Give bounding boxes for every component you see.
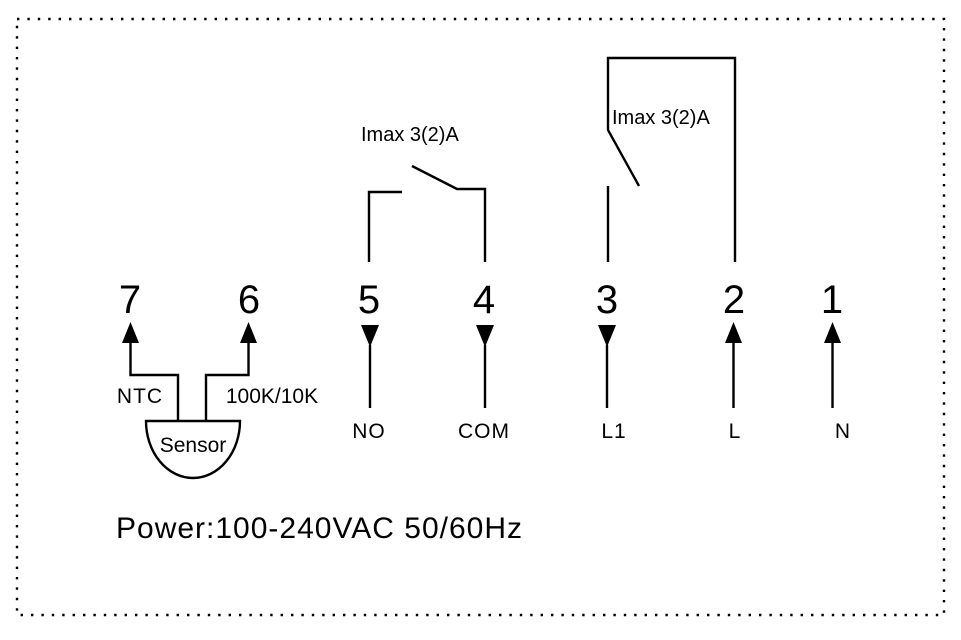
terminal-1-number: 1: [821, 278, 843, 322]
terminal-3-arrow-down-icon: [598, 325, 616, 347]
terminal-1-arrow-up-icon: [824, 322, 841, 343]
terminal-5-label: NO: [352, 420, 386, 443]
terminal-4-arrow-down-icon: [476, 325, 494, 347]
terminal-4-label: COM: [458, 420, 510, 443]
relay-2-switch: [606, 56, 737, 262]
sensor-range-label: 100K/10K: [226, 385, 318, 408]
terminal-7-number: 7: [119, 278, 141, 322]
terminal-1-label: N: [835, 420, 851, 443]
sensor-label: Sensor: [160, 434, 227, 457]
relay-1-rating: Imax 3(2)A: [361, 124, 459, 146]
ntc-label: NTC: [117, 385, 163, 408]
terminal-6-number: 6: [238, 278, 260, 322]
terminal-7-arrow-up-icon: [122, 322, 139, 343]
terminal-5-arrow-down-icon: [361, 325, 379, 347]
terminal-3-label: L1: [601, 420, 626, 443]
terminal-2-arrow-up-icon: [725, 322, 742, 343]
terminal-3-number: 3: [596, 278, 618, 322]
sensor-wire-6: [204, 340, 250, 421]
ntc-wire: [129, 340, 180, 421]
power-spec: Power:100-240VAC 50/60Hz: [116, 512, 523, 545]
terminal-6-arrow-up-icon: [240, 322, 257, 343]
terminal-5-number: 5: [358, 278, 380, 322]
terminal-4-number: 4: [473, 278, 495, 322]
relay-1-no-contact: [367, 190, 402, 262]
terminal-2-label: L: [729, 420, 742, 443]
terminal-2-number: 2: [723, 278, 745, 322]
relay-2-rating: Imax 3(2)A: [612, 107, 710, 129]
sensor-symbol: [144, 419, 242, 480]
diagram-border: [15, 17, 946, 617]
relay-1-com-contact: [411, 164, 487, 262]
